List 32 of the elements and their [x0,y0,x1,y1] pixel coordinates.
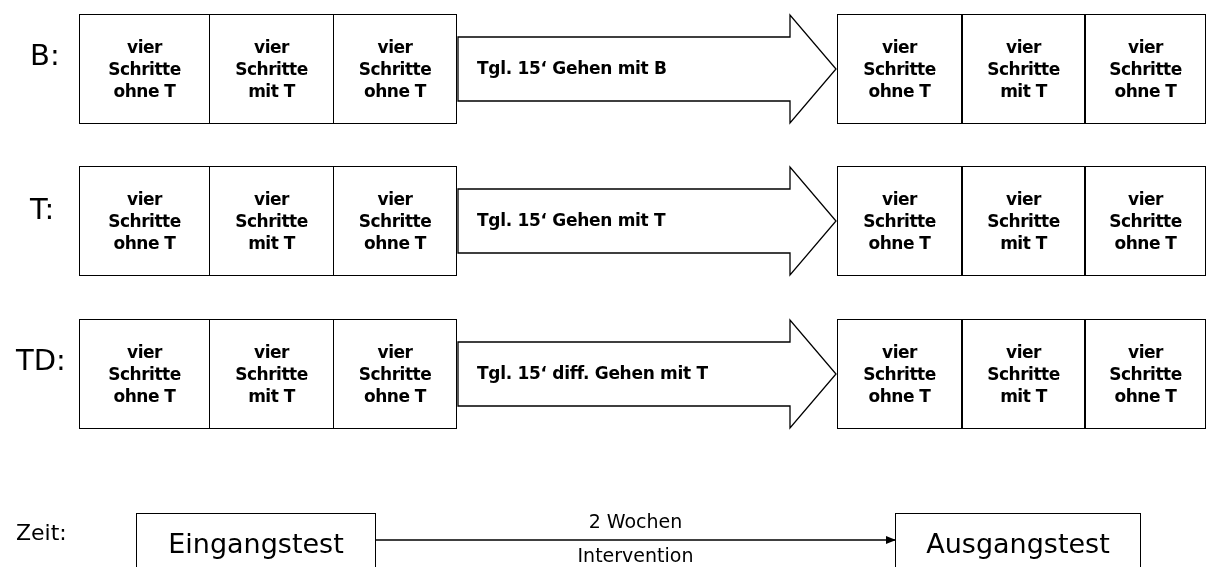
task-cell: vier Schritte ohne T [79,14,210,124]
block-arrow [457,165,837,277]
task-cell: vier Schritte ohne T [79,166,210,276]
task-cell: vier Schritte mit T [962,166,1085,276]
task-cell: vier Schritte mit T [962,14,1085,124]
row-label: B: [30,38,60,72]
task-cell: vier Schritte ohne T [1085,319,1206,429]
task-cell: vier Schritte mit T [209,14,334,124]
edge-label: Tgl. 15‘ Gehen mit T [477,210,666,230]
row-label: TD: [16,343,66,377]
task-cell: vier Schritte ohne T [79,319,210,429]
task-cell: vier Schritte mit T [209,166,334,276]
task-cell: vier Schritte ohne T [1085,166,1206,276]
task-cell: vier Schritte mit T [209,319,334,429]
block-arrow [457,13,837,125]
edge-label: Tgl. 15‘ diff. Gehen mit T [477,363,708,383]
task-cell: vier Schritte ohne T [333,166,457,276]
task-cell: vier Schritte ohne T [333,319,457,429]
task-cell: vier Schritte ohne T [837,166,962,276]
edge-label: 2 Wochen Intervention [576,509,695,567]
edge-label: Tgl. 15‘ Gehen mit B [477,58,667,78]
test-box: Eingangstest [136,513,376,567]
row-label: T: [30,192,55,226]
test-box: Ausgangstest [895,513,1141,567]
block-arrow [457,318,837,430]
task-cell: vier Schritte ohne T [837,319,962,429]
task-cell: vier Schritte ohne T [837,14,962,124]
task-cell: vier Schritte ohne T [333,14,457,124]
task-cell: vier Schritte ohne T [1085,14,1206,124]
row-label: Zeit: [16,520,67,545]
task-cell: vier Schritte mit T [962,319,1085,429]
arrow [375,536,896,544]
